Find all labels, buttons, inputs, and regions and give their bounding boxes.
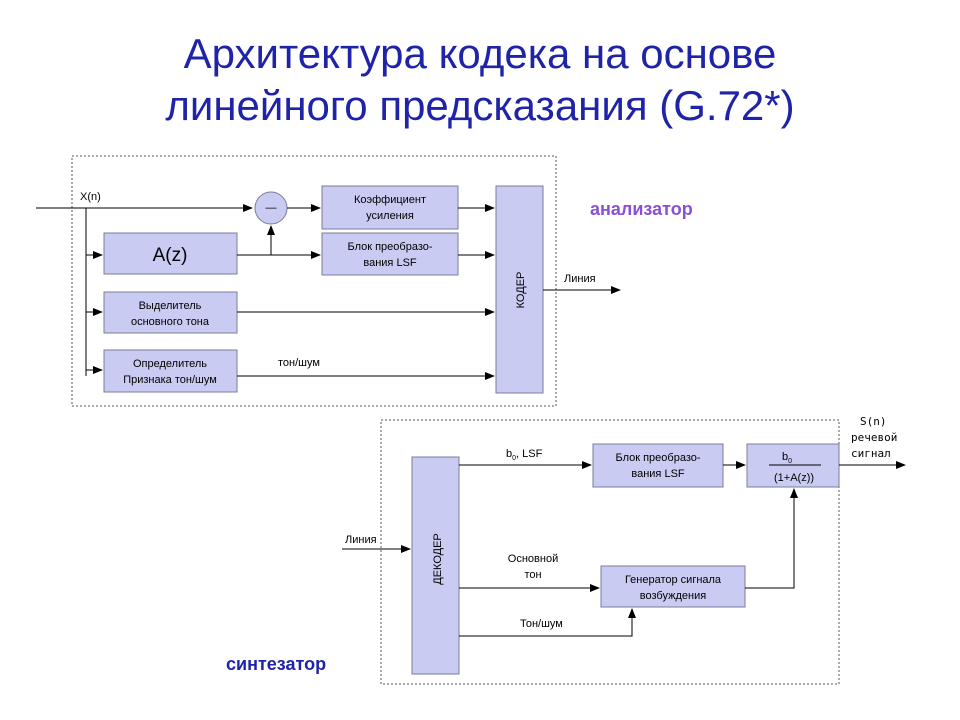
voicing-detector-block [103,349,238,393]
gain-block-line-1: Коэффициент [354,194,426,206]
analyzer-frame [71,155,557,407]
decoder-block [411,456,460,675]
subtractor-symbol: — [266,202,277,214]
analyzer-lsf-block-line-2: вания LSF [363,257,417,269]
filter-numerator: b0 [782,451,792,465]
synthesizer-label: синтезатор [226,654,326,674]
filter-numerator-b: b [782,451,788,463]
pitch-extractor-line-1: Выделитель [139,300,202,312]
az-block-label: A(z) [153,245,188,266]
filter-denominator: (1+A(z)) [774,472,814,484]
analyzer-lsf-block-line-1: Блок преобразо- [347,241,432,253]
slide-title: Архитектура кодека на основе линейного п… [0,28,960,132]
pitch-extractor-block [103,291,238,334]
coder-block-label: КОДЕР [515,272,527,309]
slide-title-line-1: Архитектура кодека на основе [183,30,777,77]
gain-block-line-2: усиления [366,210,414,222]
b0-lsf-label: b0, LSF [506,448,543,462]
b0-lsf-b: b [506,448,512,460]
synth-pitch-label-line-1: Основной [508,553,558,565]
coder-block [495,185,544,394]
analyzer-label: анализатор [590,199,693,219]
synthesizer-frame [380,419,840,685]
decoder-block-label: ДЕКОДЕР [432,533,444,585]
voicing-signal-label: тон/шум [278,357,320,369]
analyzer-lsf-block [321,232,459,276]
synth-lsf-block [592,443,724,488]
output-label-line-2: речевой [851,431,897,444]
excitation-generator-block [600,565,746,608]
coder-output-label: Линия [564,273,596,285]
synth-lsf-block-line-1: Блок преобразо- [615,452,700,464]
filter-numerator-subscript: 0 [788,458,792,465]
gain-block [321,185,459,230]
synth-lsf-block-line-2: вания LSF [631,468,685,480]
synth-voicing-label: Тон/шум [520,618,563,630]
analyzer-input-label: X(n) [80,191,101,203]
voicing-detector-line-1: Определитель [133,358,207,370]
decoder-input-label: Линия [345,534,377,546]
b0-lsf-subscript: 0 [512,455,516,462]
voicing-to-excitation-line [459,608,636,637]
output-label-line-3: сигнал [851,447,891,460]
output-label-line-1: S(n) [860,415,887,428]
voicing-detector-line-2: Признака тон/шум [123,374,217,386]
slide-title-line-2: линейного предсказания (G.72*) [165,82,795,129]
excitation-generator-line-2: возбуждения [640,590,706,602]
pitch-extractor-line-2: основного тона [131,316,210,328]
synth-pitch-label-line-2: тон [524,569,541,581]
b0-lsf-rest: , LSF [516,448,543,460]
excitation-to-filter-line [745,488,798,589]
excitation-generator-line-1: Генератор сигнала [625,574,722,586]
az-block [103,232,238,275]
